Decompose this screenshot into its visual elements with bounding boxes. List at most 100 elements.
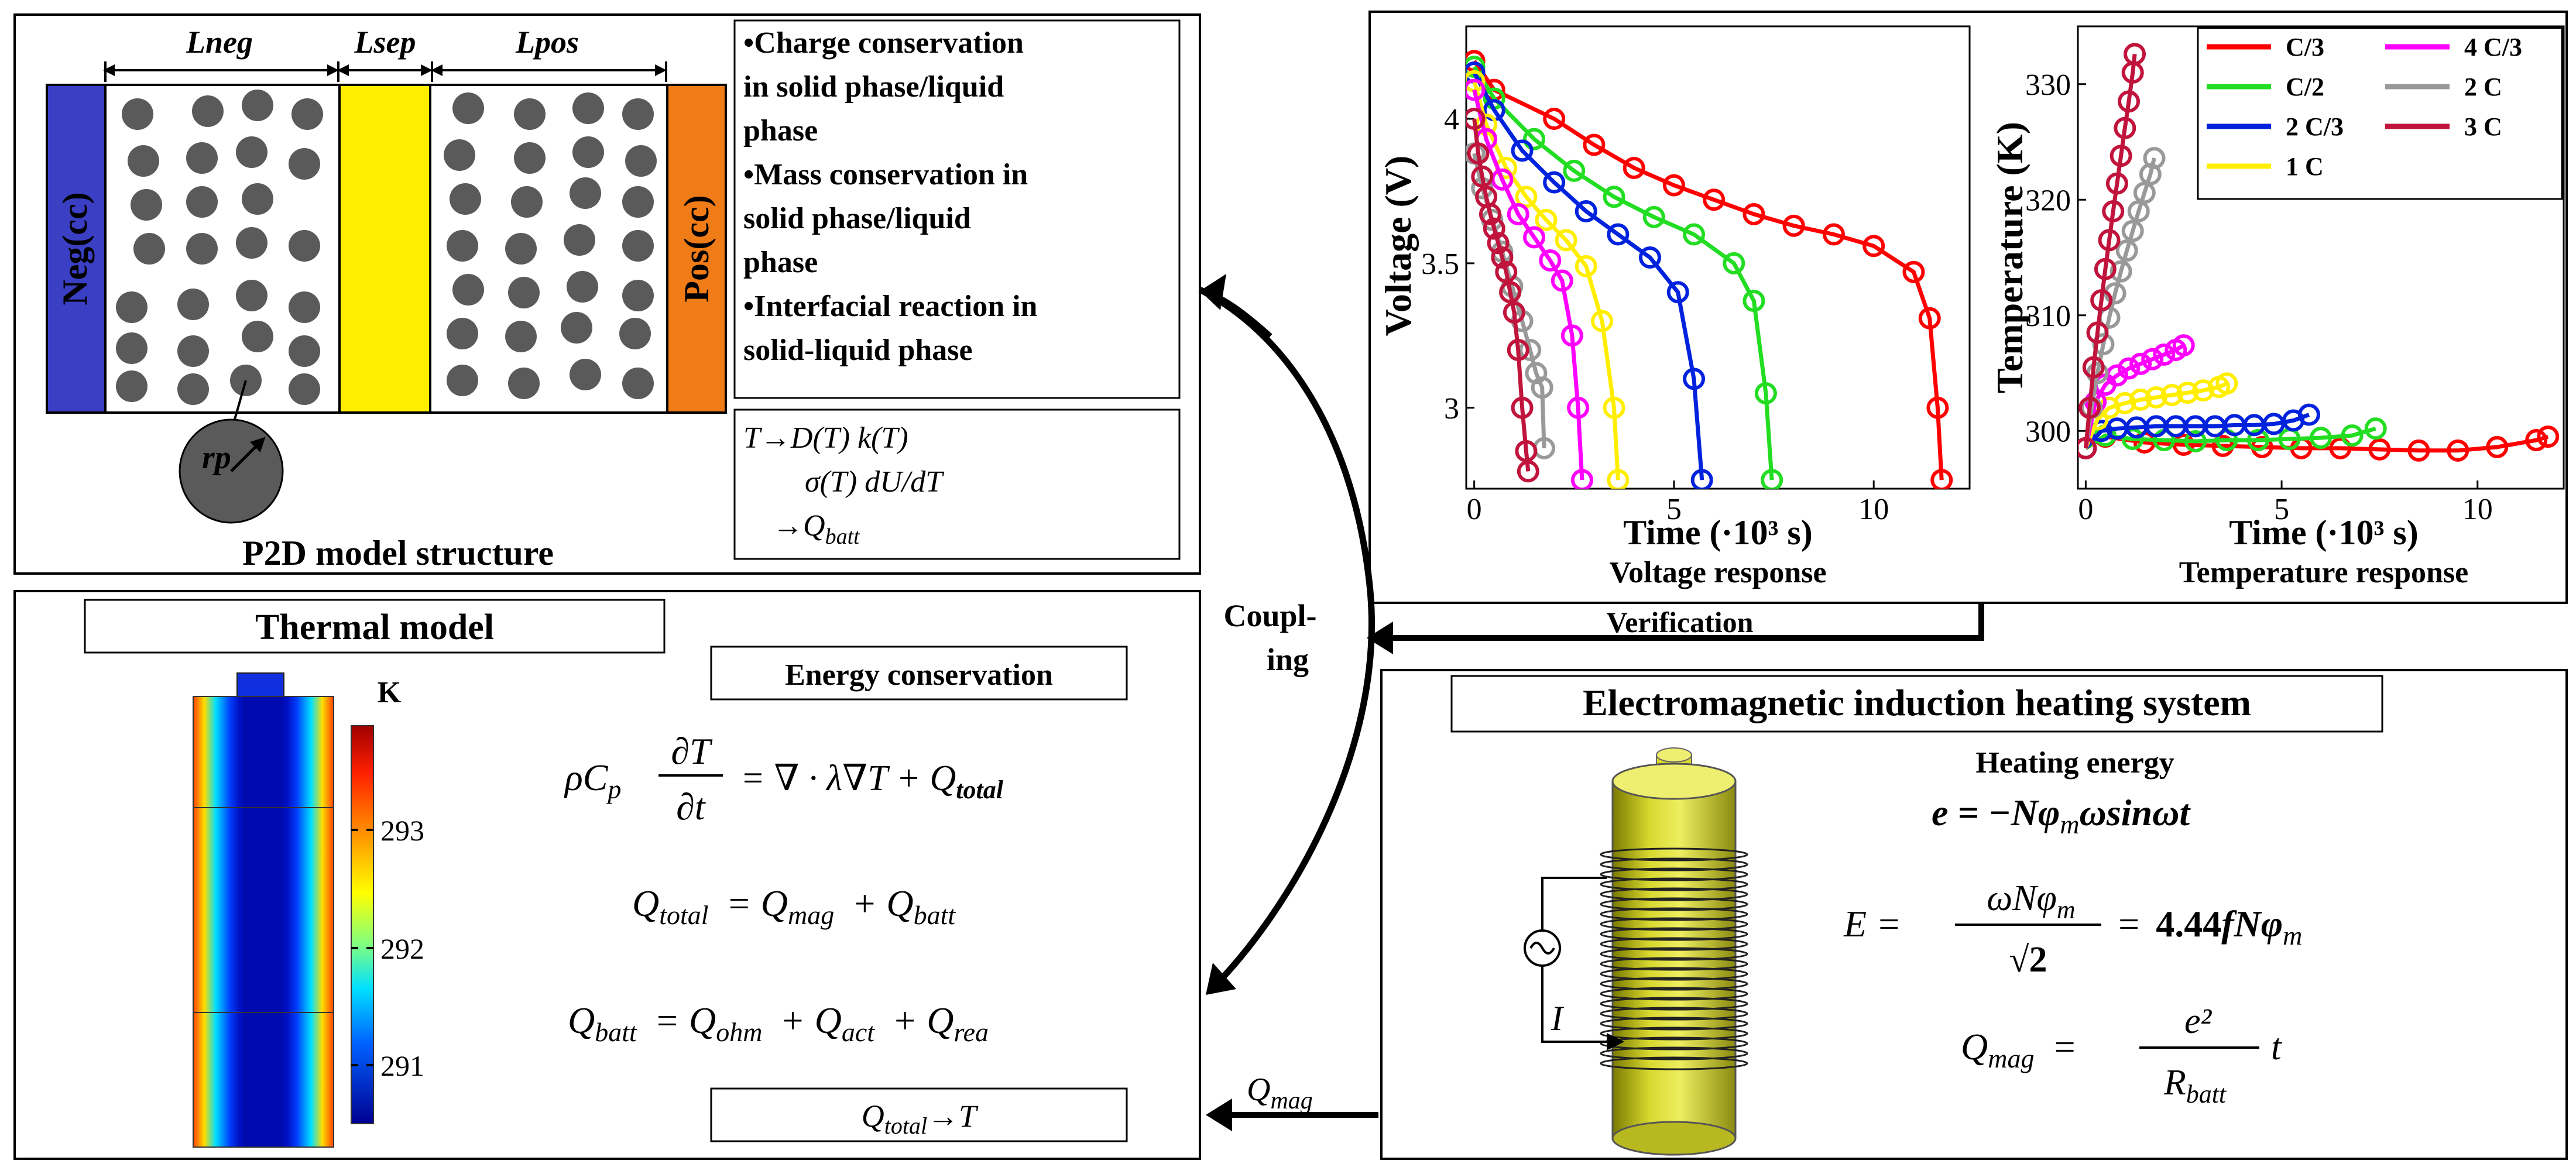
svg-text:E =: E = — [1843, 903, 1901, 945]
voltage-point-1-c — [1535, 208, 1558, 231]
temperature-point-c-2 — [2184, 430, 2207, 453]
cell-temperature-field — [193, 672, 334, 1148]
voltage-ytick-label: 3.5 — [1421, 248, 1459, 281]
verification-label: Verification — [1607, 606, 1754, 639]
voltage-point-3-c — [1499, 281, 1522, 304]
voltage-point-2-c-3 — [1690, 469, 1713, 489]
voltage-point-3-c — [1466, 108, 1486, 130]
voltage-point-4-c-3 — [1570, 469, 1593, 489]
coupling-arrowhead-thermal — [1206, 963, 1236, 995]
coil-turn — [1600, 857, 1748, 871]
svg-text:ρCp: ρCp — [564, 757, 621, 804]
voltage-point-1-c — [1555, 229, 1577, 252]
voltage-ylabel: Voltage (V) — [1377, 156, 1419, 337]
svg-text:∂t: ∂t — [676, 786, 706, 828]
legend-label: C/2 — [2286, 73, 2324, 101]
voltage-point-4-c-3 — [1551, 269, 1573, 292]
voltage-point-4-c-3 — [1560, 324, 1583, 347]
temperature-point-c-3 — [2537, 425, 2560, 448]
voltage-point-1-c — [1603, 396, 1625, 419]
conservation-item-2-line-3: phase — [743, 246, 818, 279]
temperature-point-1-c — [2176, 382, 2199, 404]
voltage-point-3-c — [1517, 460, 1539, 483]
coil-turn — [1600, 917, 1748, 931]
thermal-title-box — [84, 599, 666, 654]
temperature-point-4-c-3 — [2141, 348, 2164, 370]
emf-equation: e = −Nφmωsinωt — [1932, 792, 2191, 839]
voltage-point-4-c-3 — [1539, 249, 1562, 272]
particle-zoom-line — [233, 380, 247, 422]
temperature-line-3-c — [2083, 54, 2137, 449]
voltage-point-3-c — [1479, 202, 1501, 225]
heating-energy-label: Heating energy — [1975, 746, 2174, 780]
temperature-point-3-c — [2105, 172, 2128, 195]
separator — [338, 84, 431, 414]
conservation-item-2-line-1: •Mass conservation in — [743, 158, 1028, 191]
voltage-line-2-c-3 — [1472, 71, 1704, 480]
voltage-point-c-2 — [1563, 159, 1586, 182]
temperature-point-2-c — [2143, 147, 2166, 170]
lpos-label: Lpos — [515, 25, 579, 60]
temperature-point-3-c — [2078, 437, 2097, 459]
coil-turn — [1600, 957, 1748, 971]
coil-turn — [1600, 887, 1748, 901]
temperature-point-2-c — [2115, 239, 2138, 262]
voltage-point-c-2 — [1603, 186, 1625, 208]
svg-text:Qbatt= Qohm+ Qact+ Qrea: Qbatt= Qohm+ Qact+ Qrea — [568, 1000, 989, 1047]
neg-cc-label: Neg(cc) — [56, 192, 94, 305]
temperature-point-c-2 — [2341, 424, 2364, 447]
coil-turn — [1600, 867, 1748, 881]
temperature-point-4-c-3 — [2129, 352, 2152, 375]
colorbar — [351, 725, 374, 1124]
negative-current-collector — [46, 84, 107, 414]
conservation-item-3-line-1: •Interfacial reaction in — [743, 290, 1038, 323]
temperature-point-2-c-3 — [2297, 403, 2320, 426]
voltage-point-3-c — [1467, 142, 1490, 165]
param-line-2: σ(T) dU/dT — [805, 465, 944, 499]
temperature-point-3-c — [2118, 90, 2141, 113]
svg-text:∂T: ∂T — [671, 730, 713, 772]
voltage-ytick-label: 4 — [1444, 103, 1459, 136]
voltage-line-4-c-3 — [1472, 89, 1584, 480]
voltage-point-4-c-3 — [1507, 202, 1529, 225]
temperature-point-3-c — [2086, 321, 2109, 344]
voltage-point-c-3 — [1926, 396, 1949, 419]
colorbar-tick-291: 291 — [380, 1049, 424, 1082]
svg-text:=4.44fNφm: =4.44fNφm — [2116, 903, 2302, 950]
coupling-label-1: Coupl- — [1223, 598, 1316, 633]
verification-arrowhead — [1367, 622, 1393, 654]
legend-label: 4 C/3 — [2464, 33, 2522, 61]
lneg-label: Lneg — [186, 25, 253, 60]
temperature-ytick-label: 320 — [2025, 184, 2071, 217]
svg-text:e²: e² — [2184, 1001, 2213, 1041]
temperature-ytick-label: 310 — [2025, 300, 2071, 333]
voltage-point-2-c — [1531, 376, 1553, 399]
conservation-box — [733, 19, 1181, 399]
qmag-arrowhead — [1206, 1099, 1232, 1131]
temperature-point-4-c-3 — [2172, 334, 2195, 357]
coil-turn — [1600, 1007, 1748, 1021]
coil-turn — [1600, 927, 1748, 941]
svg-text:Qmag=: Qmag= — [1961, 1026, 2077, 1073]
coil-turn — [1600, 997, 1748, 1011]
p2d-caption: P2D model structure — [242, 534, 554, 572]
voltage-xtick-label: 5 — [1666, 493, 1682, 526]
dimension-arrows — [103, 61, 667, 82]
voltage-ytick-label: 3 — [1444, 392, 1459, 425]
coil-turn — [1600, 1017, 1748, 1031]
battery-coil-illustration: I — [1524, 747, 1748, 1156]
temperature-point-3-c — [2090, 289, 2113, 312]
voltage-line-3-c — [1472, 118, 1531, 472]
em-panel: Electromagnetic induction heating system… — [1380, 669, 2568, 1160]
active-particles — [116, 90, 657, 405]
coil-turn — [1600, 977, 1748, 991]
voltage-point-2-c-3 — [1638, 246, 1661, 269]
voltage-point-4-c-3 — [1523, 226, 1546, 249]
temperature-line-2-c — [2083, 157, 2156, 449]
voltage-line-c-3 — [1472, 60, 1944, 480]
conservation-item-2-line-2: solid phase/liquid — [743, 202, 971, 235]
temperature-ytick-label: 300 — [2025, 415, 2071, 448]
temperature-point-c-3 — [2525, 429, 2548, 452]
